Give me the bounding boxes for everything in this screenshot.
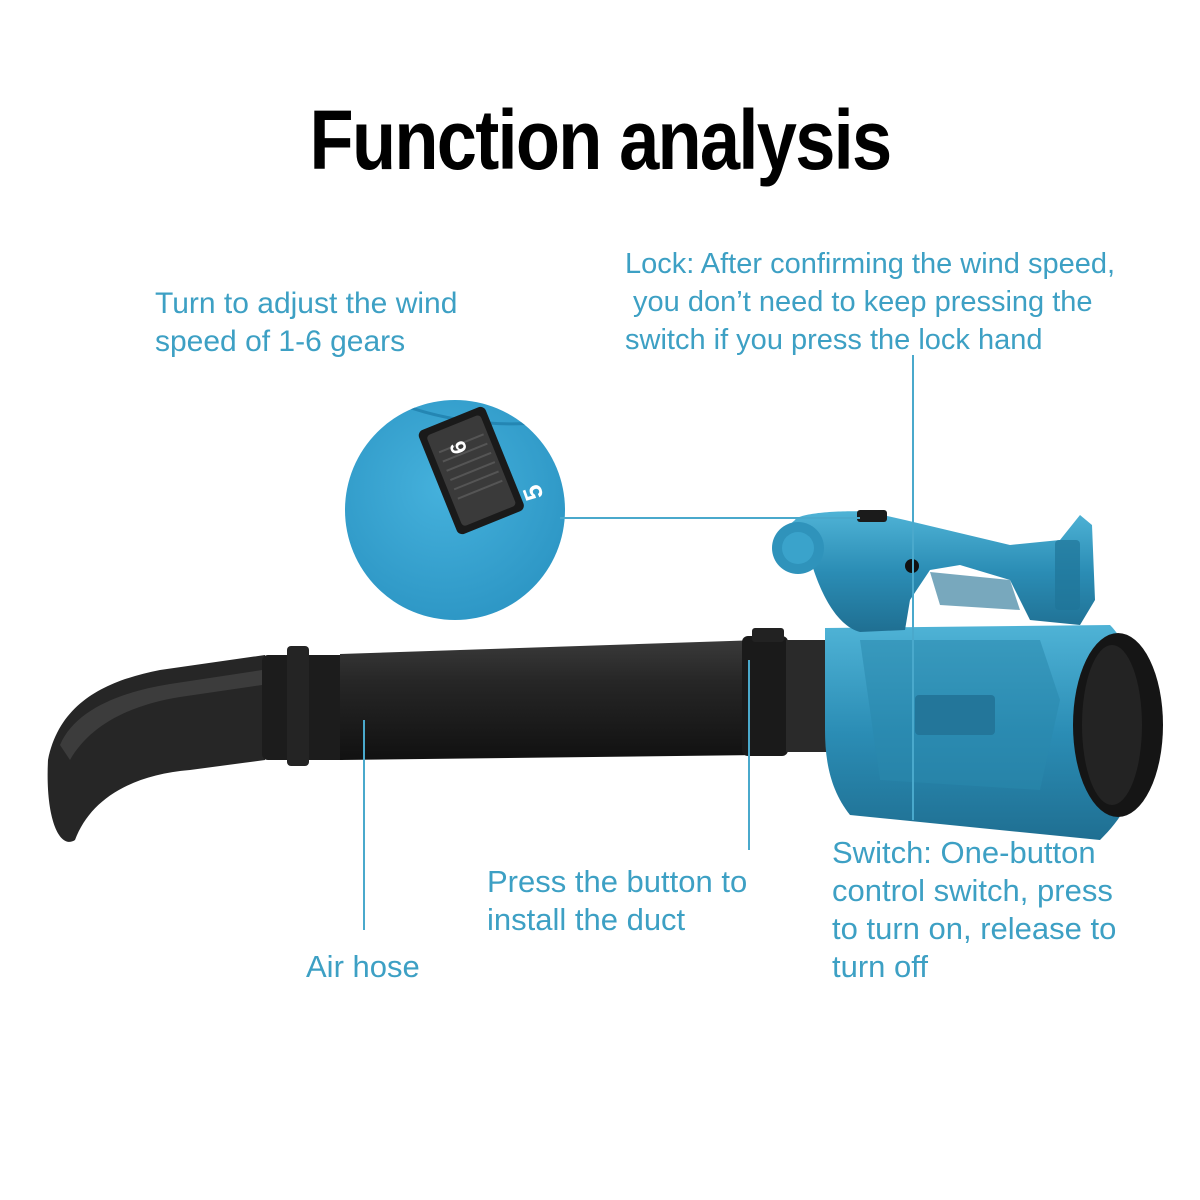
callout-lock-line: Lock: After confirming the wind speed,	[625, 248, 1116, 280]
callout-speed-dial-line: Turn to adjust the wind	[155, 287, 458, 320]
callout-speed-dial-line: speed of 1-6 gears	[155, 325, 406, 358]
callout-air-hose: Air hose	[306, 948, 420, 986]
callout-switch-line: to turn on, release to	[832, 911, 1117, 946]
handle	[780, 511, 1095, 632]
callout-lock-line: you don’t need to keep pressing the	[625, 286, 1093, 318]
callout-duct-button: Press the button to install the duct	[487, 863, 747, 939]
duct-button	[742, 636, 788, 756]
leader-lock	[912, 355, 914, 820]
callout-switch-line: Switch: One-button	[832, 835, 1096, 870]
callout-switch-line: control switch, press	[832, 873, 1113, 908]
callout-speed-dial: Turn to adjust the wind speed of 1-6 gea…	[155, 285, 457, 361]
leader-speed-dial	[560, 517, 860, 519]
callout-lock: Lock: After confirming the wind speed, y…	[625, 245, 1115, 359]
page-title: Function analysis	[309, 93, 893, 187]
callout-switch-line: turn off	[832, 949, 928, 984]
leader-air-hose	[363, 720, 365, 930]
callout-air-hose-line: Air hose	[306, 949, 420, 984]
air-hose-tube	[340, 640, 760, 760]
leader-duct-button	[748, 660, 750, 850]
nozzle	[47, 655, 265, 842]
callout-duct-button-line: Press the button to	[487, 864, 748, 899]
callout-lock-line: switch if you press the lock hand	[625, 324, 1043, 356]
callout-duct-button-line: install the duct	[487, 902, 686, 937]
speed-dial-zoom: 6 5	[345, 400, 565, 620]
callout-switch: Switch: One-button control switch, press…	[832, 834, 1116, 986]
